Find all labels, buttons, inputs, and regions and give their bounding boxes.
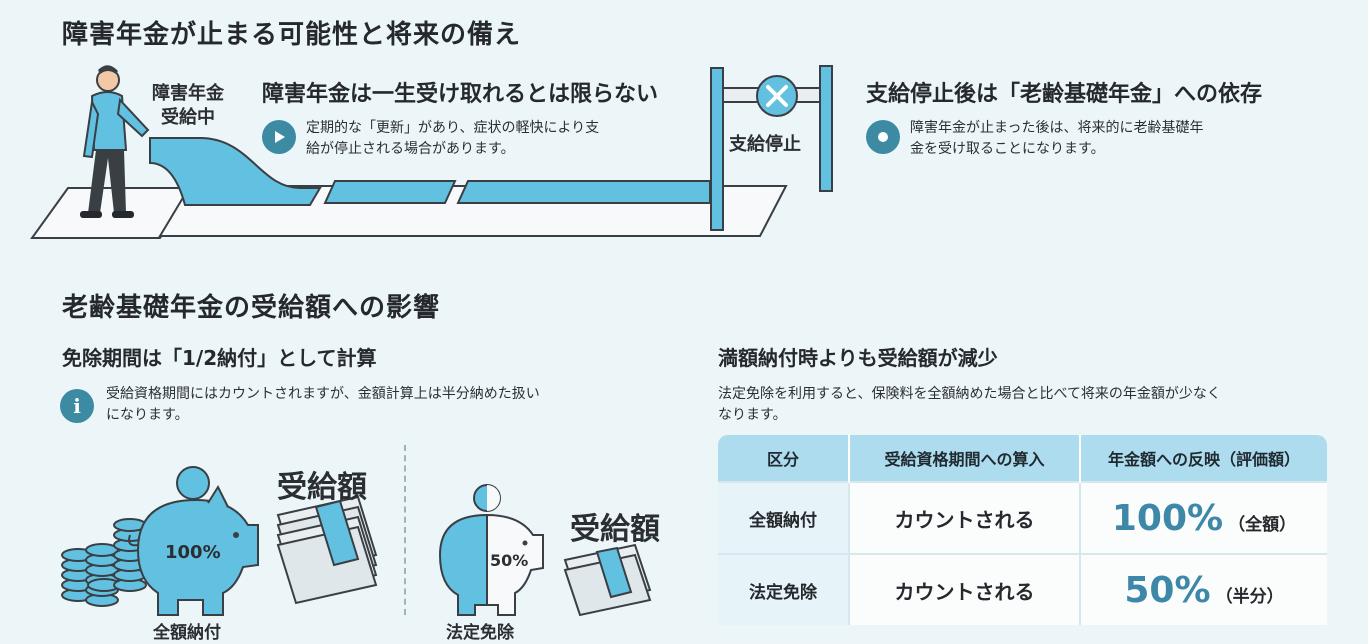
path-segment-2 — [323, 180, 457, 204]
point2-text-line1: 障害年金が止まった後は、将来的に老齢基礎年 — [910, 120, 1204, 136]
table-header-counted: 受給資格期間への算入 — [849, 435, 1081, 482]
right-text-line1: 法定免除を利用すると、保険料を全額納めた場合と比べて将来の年金額が少なく — [718, 386, 1221, 402]
full-pig-percent: 100% — [165, 542, 221, 563]
table-header-row: 区分 受給資格期間への算入 年金額への反映（評価額） — [718, 435, 1327, 482]
table-header-reflection: 年金額への反映（評価額） — [1080, 435, 1327, 482]
table-row: 全額納付 カウントされる 100% （全額） — [718, 481, 1327, 554]
full-label: 全額納付 — [153, 623, 221, 643]
divider — [404, 445, 406, 615]
banknote-stack-icon — [276, 495, 378, 605]
path-segment-3 — [456, 180, 711, 204]
banknote-stack-icon — [563, 543, 652, 617]
row-reflection: 50% （半分） — [1080, 553, 1327, 625]
row-percent: 100% — [1111, 497, 1224, 539]
section2-title: 老齢基礎年金の受給額への影響 — [62, 293, 441, 323]
pension-path-illustration — [30, 65, 833, 239]
right-text-line2: なります。 — [718, 407, 787, 423]
point1-title: 障害年金は一生受け取れるとは限らない — [262, 82, 659, 107]
row-note: （半分） — [1215, 586, 1284, 607]
piggy-bank-icon — [438, 484, 544, 616]
point1-text-line2: 給が停止される場合があります。 — [306, 141, 515, 157]
row-counted: カウントされる — [849, 481, 1081, 554]
person-illustration — [80, 65, 150, 218]
exemption-illustration — [438, 484, 652, 617]
right-heading: 満額納付時よりも受給額が減少 — [718, 346, 998, 370]
coin-stack-icon — [61, 518, 147, 607]
section1-title: 障害年金が止まる可能性と将来の備え — [62, 20, 522, 50]
table-row: 法定免除 カウントされる 50% （半分） — [718, 553, 1327, 625]
point2-text-line2: 金を受け取ることになります。 — [910, 141, 1105, 157]
point1-text-line1: 定期的な「更新」があり、症状の軽快により支 — [306, 120, 600, 136]
row-percent: 50% — [1124, 569, 1211, 611]
receiving-label-line2: 受給中 — [161, 107, 215, 128]
half-pig-percent: 50% — [490, 551, 529, 570]
row-category: 全額納付 — [718, 481, 850, 554]
point1-text: 定期的な「更新」があり、症状の軽快により支 給が停止される場合があります。 — [306, 118, 666, 160]
row-reflection: 100% （全額） — [1080, 481, 1327, 554]
play-icon — [262, 120, 296, 154]
full-payment-illustration — [61, 466, 378, 616]
row-category: 法定免除 — [718, 553, 850, 625]
left-heading: 免除期間は「1/2納付」として計算 — [62, 346, 377, 370]
full-amount-label: 受給額 — [277, 470, 367, 505]
point2-text: 障害年金が止まった後は、将来的に老齢基礎年 金を受け取ることになります。 — [910, 118, 1290, 160]
piggy-bank-icon — [128, 466, 259, 616]
half-label: 法定免除 — [446, 623, 514, 643]
receiving-label: 障害年金 受給中 — [148, 82, 228, 130]
row-counted: カウントされる — [849, 553, 1081, 625]
info-icon: i — [60, 389, 94, 423]
point2-title: 支給停止後は「老齢基礎年金」への依存 — [866, 82, 1263, 107]
right-text: 法定免除を利用すると、保険料を全額納めた場合と比べて将来の年金額が少なく なりま… — [718, 384, 1338, 426]
path-segment-1 — [149, 137, 322, 206]
row-note: （全額） — [1228, 514, 1297, 535]
receiving-label-line1: 障害年金 — [152, 83, 224, 104]
stop-label: 支給停止 — [729, 134, 801, 155]
left-text-line2: になります。 — [106, 407, 189, 423]
stop-x-icon — [756, 75, 798, 117]
bullet-icon — [866, 120, 900, 154]
left-text-line1: 受給資格期間にはカウントされますが、金額計算上は半分納めた扱い — [106, 386, 540, 402]
half-amount-label: 受給額 — [570, 512, 660, 547]
floor-tile — [30, 187, 192, 239]
comparison-table: 区分 受給資格期間への算入 年金額への反映（評価額） 全額納付 カウントされる … — [718, 435, 1327, 625]
table-header-category: 区分 — [718, 435, 850, 482]
left-text: 受給資格期間にはカウントされますが、金額計算上は半分納めた扱い になります。 — [106, 384, 646, 426]
